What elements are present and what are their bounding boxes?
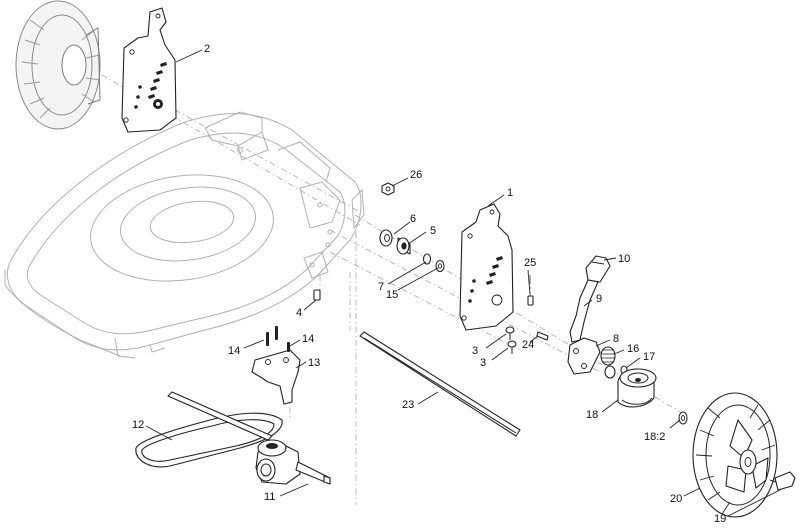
axle-rod-23	[359, 331, 521, 437]
bolt-4	[313, 289, 321, 301]
washer-18-2	[678, 411, 688, 425]
transmission-11	[255, 439, 331, 485]
spacer-5	[396, 237, 411, 255]
callout-2: 2	[204, 43, 210, 55]
callout-11: 11	[264, 491, 275, 503]
leader-lines	[145, 49, 781, 517]
callout-25: 25	[524, 257, 536, 269]
screw-14-right	[287, 342, 290, 352]
callout-10: 10	[618, 253, 630, 265]
callout-labels: 2 26 1 6 5 7 15 4 25 10 9 8 16 17 18 18:…	[132, 43, 726, 525]
screw-14-mid	[275, 326, 278, 340]
wheel-bolt-19	[769, 471, 796, 491]
callout-18: 18	[586, 409, 598, 421]
bushing-6	[379, 229, 393, 247]
screw-3-upper	[505, 326, 515, 340]
pin-24	[536, 331, 549, 341]
nut-26	[381, 182, 395, 196]
mounting-bracket-13	[251, 349, 301, 405]
callout-8: 8	[613, 333, 619, 345]
callout-12: 12	[132, 419, 144, 431]
screw-14-left	[266, 332, 269, 346]
callout-14-left: 14	[228, 345, 240, 357]
callout-18-2: 18:2	[644, 431, 665, 443]
drive-shaft	[167, 391, 273, 441]
screw-3-lower	[507, 340, 517, 354]
callout-13: 13	[308, 357, 320, 369]
adjuster-lever-9	[569, 279, 599, 343]
callout-5: 5	[430, 225, 436, 237]
callout-19: 19	[714, 513, 726, 525]
callout-23: 23	[402, 399, 414, 411]
lever-plate-8	[567, 337, 601, 375]
wheel-20	[692, 392, 778, 518]
callout-7: 7	[378, 281, 384, 293]
height-adjuster-bracket-right	[459, 203, 514, 331]
callout-4: 4	[296, 307, 302, 319]
callout-20: 20	[670, 493, 682, 505]
height-adjuster-bracket-left	[121, 7, 177, 133]
callout-3-upper: 3	[472, 345, 478, 357]
callout-16: 16	[627, 343, 639, 355]
callout-24: 24	[522, 339, 534, 351]
callout-9: 9	[596, 293, 602, 305]
callout-17: 17	[643, 351, 655, 363]
callout-6: 6	[410, 213, 416, 225]
callout-1: 1	[507, 187, 513, 199]
washer-15	[435, 259, 445, 273]
mower-deck-ghost	[4, 111, 365, 359]
callout-15: 15	[386, 289, 398, 301]
callout-3-lower: 3	[480, 357, 486, 369]
wheel-upper-left	[15, 0, 101, 130]
drive-hub-18	[617, 368, 657, 408]
callout-26: 26	[410, 169, 422, 181]
callout-14-right: 14	[302, 333, 314, 345]
washer-7	[422, 253, 432, 265]
pinion-gear-16	[600, 346, 616, 379]
